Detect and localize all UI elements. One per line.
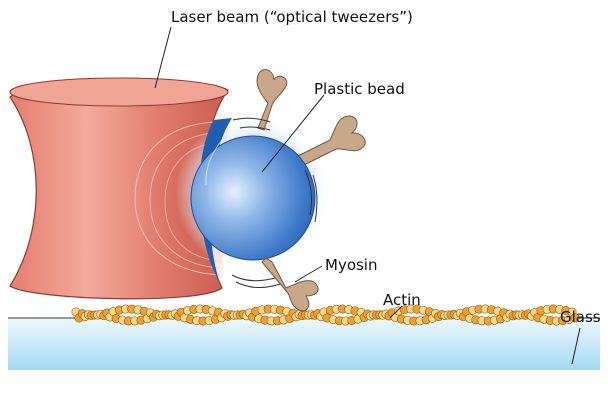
bead-label: Plastic bead [314, 80, 405, 98]
laser-label: Laser beam (“optical tweezers”) [171, 8, 413, 26]
myosin-leader [295, 266, 322, 282]
actin-filament [72, 305, 579, 325]
plastic-bead [191, 136, 315, 260]
myosin-bottom [262, 258, 318, 311]
myosin-label: Myosin [325, 256, 378, 274]
glass-label: Glass [560, 308, 601, 326]
glass-slide [8, 318, 600, 370]
actin-label: Actin [383, 291, 421, 309]
